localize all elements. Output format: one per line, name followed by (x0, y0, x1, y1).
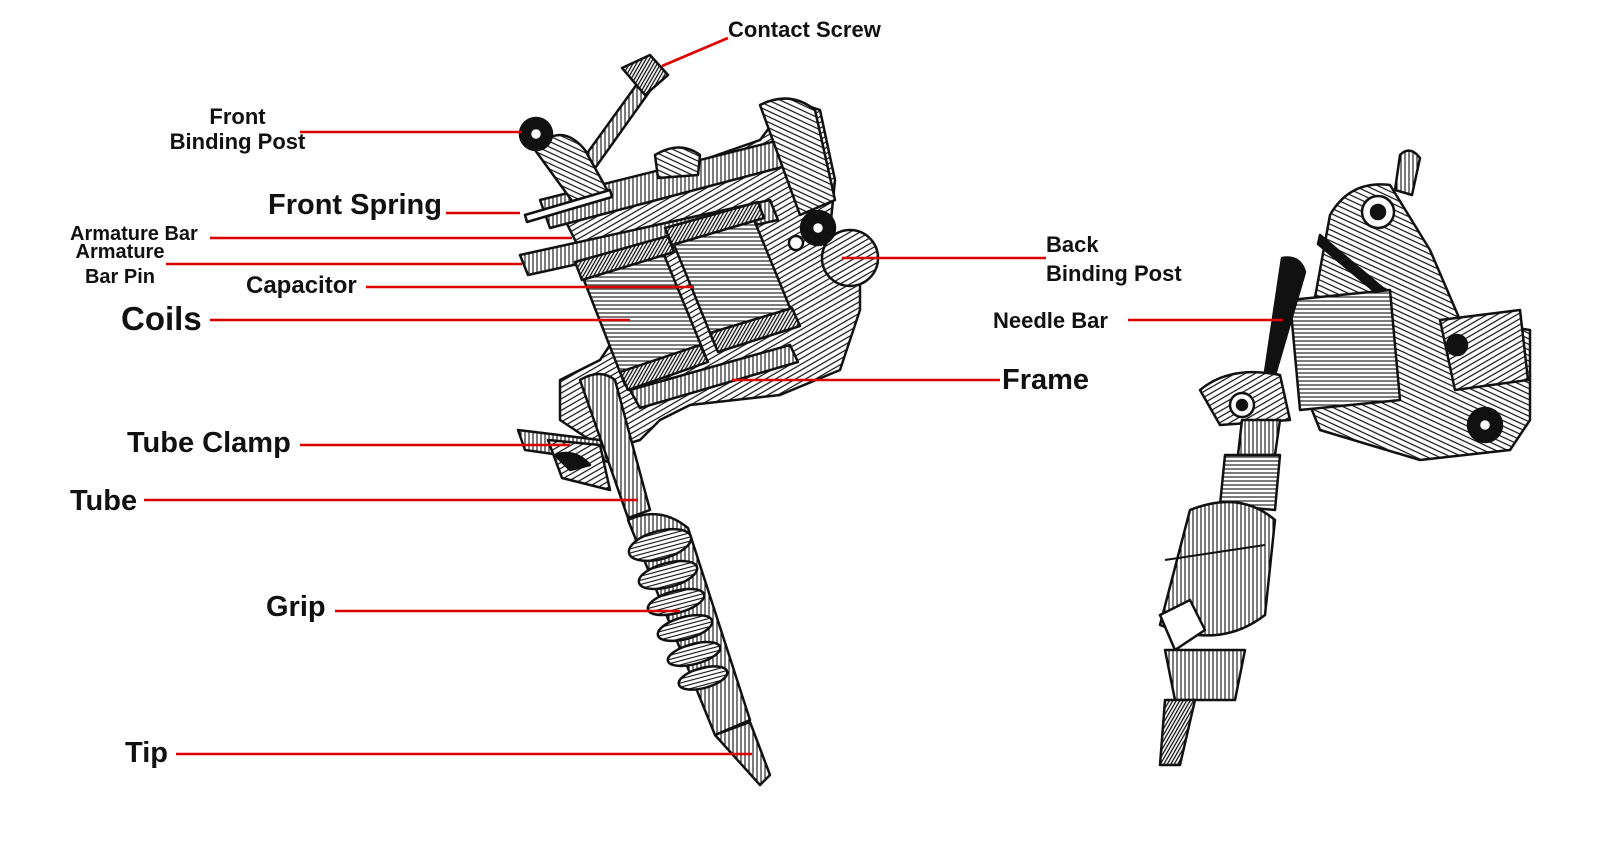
label-contact-screw: Contact Screw (728, 17, 881, 42)
grip-shape (626, 512, 752, 737)
label-front-binding-post-line2: Binding Post (169, 129, 306, 155)
label-capacitor: Capacitor (246, 272, 357, 299)
leader-lines (144, 36, 1283, 756)
label-back-binding-post-line2: Binding Post (1046, 260, 1182, 286)
leader-contact-screw (661, 36, 729, 68)
label-grip: Grip (266, 591, 326, 623)
label-tube-clamp: Tube Clamp (127, 427, 291, 459)
label-frame: Frame (1002, 364, 1090, 396)
label-needle-bar: Needle Bar (993, 308, 1108, 333)
label-armature-bar-pin-line1: Armature (75, 241, 165, 263)
label-armature-bar: Armature Bar (70, 223, 198, 245)
label-tube: Tube (70, 485, 138, 517)
label-back-binding-post: Back Binding Post (1046, 231, 1182, 288)
label-armature-bar-pin: Armature Bar Pin (68, 241, 172, 289)
tube-shape (578, 372, 652, 520)
label-front-binding-post-line1: Front (209, 104, 266, 129)
label-front-binding-post: Front Binding Post (160, 104, 315, 155)
label-armature-bar-pin-line2: Bar Pin (84, 266, 156, 288)
side-machine (1158, 149, 1532, 767)
label-back-binding-post-line1: Back (1046, 232, 1099, 257)
label-coils: Coils (121, 300, 202, 337)
back-tower (758, 97, 837, 217)
main-machine (516, 53, 880, 787)
label-front-spring: Front Spring (268, 189, 442, 221)
label-tip: Tip (125, 737, 168, 769)
